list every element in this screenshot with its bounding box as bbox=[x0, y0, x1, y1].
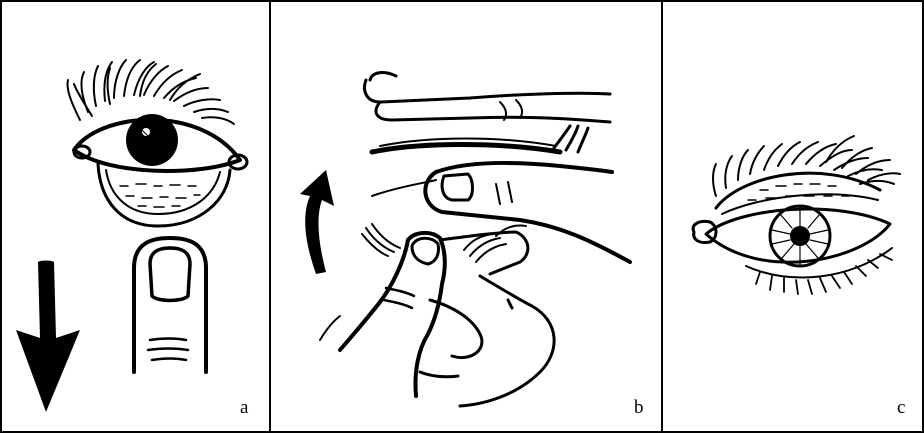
fingernail-a bbox=[150, 248, 190, 301]
thumbnail-b bbox=[442, 174, 472, 200]
pupil-highlight bbox=[142, 128, 150, 136]
upper-lid-everted bbox=[716, 173, 880, 208]
panel-b bbox=[300, 73, 630, 406]
panel-label-b: b bbox=[634, 398, 644, 417]
up-curved-arrow-icon bbox=[300, 170, 334, 274]
panel-label-a: a bbox=[240, 398, 248, 417]
panel-a bbox=[16, 60, 247, 412]
conjunctiva-dashes bbox=[120, 184, 200, 207]
finger-a bbox=[134, 238, 206, 372]
panel-label-c: c bbox=[897, 398, 905, 417]
tear-duct-c bbox=[693, 221, 716, 242]
upper-eyelid-b bbox=[372, 145, 560, 153]
lower-lid-pulled bbox=[98, 164, 230, 226]
finger-upper bbox=[365, 80, 610, 102]
pupil-c bbox=[790, 226, 810, 246]
down-arrow-icon bbox=[16, 261, 80, 413]
thumbnail-lower bbox=[412, 238, 439, 264]
hand-lower bbox=[340, 240, 408, 350]
conjunctiva-dashes-c bbox=[748, 184, 850, 200]
panel-c bbox=[693, 136, 900, 294]
